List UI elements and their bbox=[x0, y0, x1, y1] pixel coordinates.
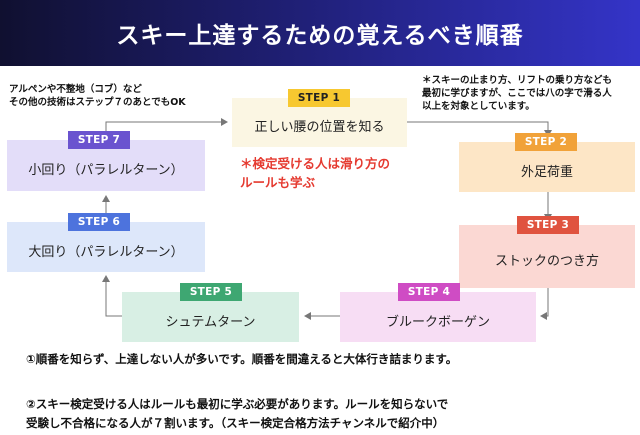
rule-note-line-2: ルールも学ぶ bbox=[240, 175, 316, 190]
arrow-step1-to-step2 bbox=[407, 121, 552, 137]
step-4-label: ブルークボーゲン bbox=[385, 314, 490, 330]
note-left-line-1: アルペンや不整地（コブ）など bbox=[9, 84, 142, 95]
step-5-box: シュテムターン bbox=[122, 292, 299, 342]
title-banner: スキー上達するための覚えるべき順番 bbox=[0, 0, 640, 66]
step-5-badge-text: STEP 5 bbox=[189, 286, 233, 298]
note-left-line-2: その他の技術はステップ７のあとでもOK bbox=[9, 97, 186, 108]
step-7-label: 小回り（パラレルターン） bbox=[28, 163, 184, 178]
footer-point-1-line-1: ①順番を知らず、上達しない人が多いです。順番を間違えると大体行き詰まります。 bbox=[26, 352, 458, 366]
step-3-box: ストックのつき方 bbox=[459, 225, 635, 288]
step-2-badge: STEP 2 bbox=[515, 133, 577, 151]
step-6-label: 大回り（パラレルターン） bbox=[28, 244, 184, 260]
step-2-label: 外足荷重 bbox=[520, 164, 573, 180]
footer-point-1: ①順番を知らず、上達しない人が多いです。順番を間違えると大体行き詰まります。 bbox=[26, 350, 457, 369]
step-4-badge-text: STEP 4 bbox=[407, 286, 451, 298]
rule-note-line-1: ＊検定受ける人は滑り方の bbox=[240, 156, 391, 171]
footer-point-2-line-1: ②スキー検定受ける人はルールも最初に学ぶ必要があります。ルールを知らないで bbox=[26, 397, 449, 411]
note-right-line-1: ＊スキーの止まり方、リフトの乗り方なども bbox=[422, 75, 613, 86]
note-left: アルペンや不整地（コブ）など その他の技術はステップ７のあとでもOK bbox=[9, 83, 229, 109]
footer-point-2-line-2: 受験し不合格になる人が７割います。（スキー検定合格方法チャンネルで紹介中） bbox=[26, 416, 445, 430]
step-1-badge-text: STEP 1 bbox=[297, 92, 341, 104]
step-5-badge: STEP 5 bbox=[180, 283, 242, 301]
note-right-line-2: 最初に学びますが、ここでは八の字で滑る人 bbox=[422, 88, 612, 99]
step-6-badge: STEP 6 bbox=[68, 213, 130, 231]
step-5-label: シュテムターン bbox=[165, 314, 256, 330]
arrow-step3-to-step4 bbox=[540, 288, 549, 320]
note-right-line-3: 以上を対象としています。 bbox=[422, 101, 535, 112]
rule-note: ＊検定受ける人は滑り方の ルールも学ぶ bbox=[240, 154, 440, 192]
step-7-badge-text: STEP 7 bbox=[77, 134, 121, 146]
note-right: ＊スキーの止まり方、リフトの乗り方なども 最初に学びますが、ここでは八の字で滑る… bbox=[422, 74, 640, 113]
step-2-badge-text: STEP 2 bbox=[524, 136, 568, 148]
step-7-badge: STEP 7 bbox=[68, 131, 130, 149]
step-1-badge: STEP 1 bbox=[288, 89, 350, 107]
step-6-badge-text: STEP 6 bbox=[77, 216, 121, 228]
page-title: スキー上達するための覚えるべき順番 bbox=[116, 23, 524, 49]
footer-point-2: ②スキー検定受ける人はルールも最初に学ぶ必要があります。ルールを知らないで 受験… bbox=[26, 395, 448, 433]
step-3-badge-text: STEP 3 bbox=[526, 219, 570, 231]
step-3-badge: STEP 3 bbox=[517, 216, 579, 234]
arrow-step5-to-step6 bbox=[102, 275, 122, 317]
step-1-label: 正しい腰の位置を知る bbox=[254, 120, 385, 135]
step-3-label: ストックのつき方 bbox=[494, 254, 599, 269]
step-4-badge: STEP 4 bbox=[398, 283, 460, 301]
